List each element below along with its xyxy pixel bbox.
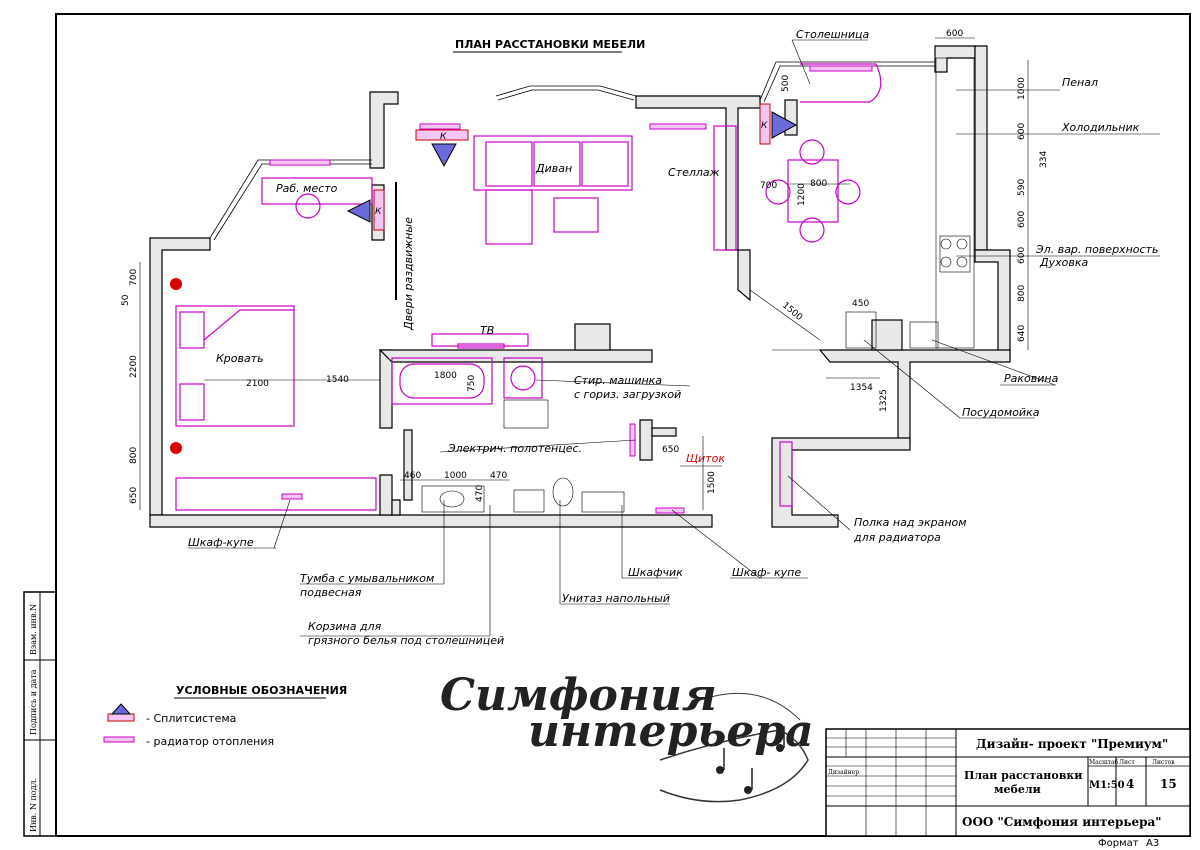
stamp-sign-date: Подпись и дата [29, 669, 38, 735]
dim-700-l: 700 [129, 269, 139, 286]
dim-750: 750 [467, 375, 477, 392]
dim-800-t: 800 [810, 179, 827, 189]
label-shelf: Стеллаж [668, 166, 720, 179]
dim-650-l: 650 [129, 487, 139, 504]
company-logo: Симфония интерьера [440, 670, 814, 803]
side-stamp: Взам. инв.N Подпись и дата Инв. N подл. [23, 591, 57, 837]
label-wardrobe-left: Шкаф-купе [188, 536, 254, 549]
furniture [175, 57, 975, 514]
dimensions: 600 500 1000 600 334 590 600 600 800 640… [121, 29, 1049, 504]
label-hob: Эл. вар. поверхность [1035, 243, 1158, 256]
label-pencil-case: Пенал [1062, 76, 1098, 89]
label-vanity-1: Тумба с умывальником [300, 572, 434, 585]
dim-650: 650 [662, 445, 679, 455]
dim-800-r: 800 [1017, 285, 1027, 302]
dim-1800: 1800 [434, 371, 457, 381]
label-toilet: Унитаз напольный [562, 592, 670, 605]
label-sink: Раковина [1004, 372, 1059, 385]
dim-1000: 1000 [1017, 77, 1027, 100]
dim-700-t: 700 [760, 181, 777, 191]
label-basket-2: грязного белья под столешницей [308, 634, 504, 647]
ac-mark-3: К [761, 121, 768, 131]
title-block: Дизайн- проект "Премиум" Дизайнер Масшта… [825, 728, 1191, 849]
label-panel: Щиток [686, 452, 725, 465]
tb-format-label: Формат [1098, 838, 1139, 849]
dim-600-top: 600 [946, 29, 963, 39]
dim-50: 50 [121, 294, 131, 306]
logo-line-2: интерьера [528, 706, 814, 757]
tb-scale-label: Масштаб [1089, 759, 1119, 766]
tb-sheet-name-1: План расстановки [964, 769, 1082, 782]
dimension-lines [139, 37, 1029, 510]
tb-designer-label: Дизайнер [828, 769, 859, 776]
logo-line-1: Симфония [440, 670, 717, 721]
dim-590: 590 [1017, 179, 1027, 196]
dim-2200: 2200 [129, 355, 139, 378]
label-sofa: Диван [535, 162, 572, 175]
stamp-inv-repl: Взам. инв.N [29, 604, 38, 655]
tb-sheets: 15 [1160, 777, 1177, 791]
dim-1000-b: 1000 [444, 471, 467, 481]
dim-1325: 1325 [879, 389, 889, 412]
tb-project: Дизайн- проект "Премиум" [976, 737, 1168, 751]
dim-450: 450 [852, 299, 869, 309]
walls [149, 45, 1011, 528]
dim-334: 334 [1039, 151, 1049, 168]
label-sliding-doors: Двери раздвижные [402, 217, 415, 331]
ac-mark-1: К [440, 132, 447, 142]
dim-1540: 1540 [326, 375, 349, 385]
label-bed: Кровать [216, 352, 264, 365]
legend-radiator: - радиатор отопления [146, 735, 274, 748]
label-radiator-shelf-1: Полка над экраном [854, 516, 967, 529]
sheet-frame [55, 13, 1191, 837]
tb-sheet-name-2: мебели [994, 783, 1041, 796]
dim-1354: 1354 [850, 383, 873, 393]
legend-split: - Сплитсистема [146, 712, 236, 725]
label-fridge: Холодильник [1061, 121, 1140, 134]
dim-600-c: 600 [1017, 247, 1027, 264]
stamp-inv-orig: Инв. N подл. [29, 778, 38, 832]
split-systems: К К К [346, 103, 798, 231]
legend: УСЛОВНЫЕ ОБОЗНАЧЕНИЯ - Сплитсистема - ра… [103, 684, 347, 748]
dim-600-b: 600 [1017, 211, 1027, 228]
label-dishwasher: Посудомойка [962, 406, 1040, 419]
dim-800-l: 800 [129, 447, 139, 464]
tb-sheet: 4 [1126, 777, 1134, 791]
tb-format: А3 [1146, 838, 1159, 849]
tb-scale: М1:50 [1089, 780, 1125, 791]
tb-sheets-label: Листов [1152, 759, 1175, 766]
label-oven: Духовка [1039, 256, 1088, 269]
label-basket-1: Корзина для [308, 620, 382, 633]
dim-1500-v: 1500 [707, 471, 717, 494]
dim-600-a: 600 [1017, 123, 1027, 140]
label-washer-2: с гориз. загрузкой [574, 388, 681, 401]
labels: Столешница Пенал Холодильник Эл. вар. по… [188, 28, 1158, 647]
label-radiator-shelf-2: для радиатора [853, 531, 941, 544]
label-cabinet: Шкафчик [628, 566, 683, 579]
label-vanity-2: подвесная [300, 586, 362, 599]
plan-title: ПЛАН РАССТАНОВКИ МЕБЕЛИ [455, 38, 645, 51]
dim-470-h: 470 [490, 471, 507, 481]
dim-470-v: 470 [475, 485, 485, 502]
dim-640: 640 [1017, 325, 1027, 342]
tb-company: ООО "Симфония интерьера" [962, 815, 1162, 829]
dim-1200: 1200 [797, 183, 807, 206]
label-washer-1: Стир. машинка [574, 374, 662, 387]
legend-title: УСЛОВНЫЕ ОБОЗНАЧЕНИЯ [176, 684, 347, 697]
dim-460: 460 [404, 471, 421, 481]
tb-sheet-label: Лист [1119, 759, 1135, 766]
dim-500: 500 [781, 75, 791, 92]
dim-2100: 2100 [246, 379, 269, 389]
label-tv: ТВ [480, 324, 494, 337]
windows [209, 61, 935, 241]
label-towel-heater: Электрич. полотенцес. [447, 442, 582, 455]
label-countertop: Столешница [796, 28, 870, 41]
label-wardrobe-right: Шкаф- купе [732, 566, 801, 579]
ac-mark-2: К [375, 207, 382, 217]
leader-lines [188, 39, 1160, 637]
bedroom-radiator-marks [170, 278, 182, 454]
label-workplace: Раб. место [276, 182, 338, 195]
